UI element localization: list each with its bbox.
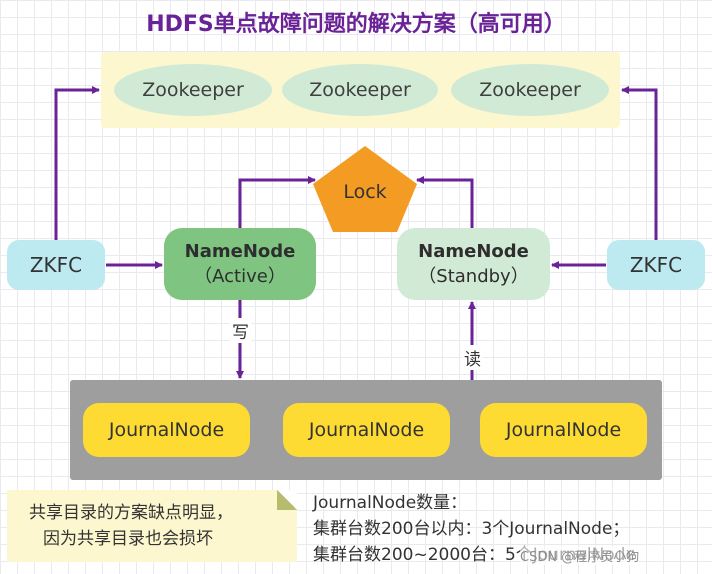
journal-node-1: JournalNode <box>83 403 250 457</box>
namenode-standby-name: NameNode <box>418 241 529 262</box>
info-line-3: 集群台数200~2000台：5个JournalNode <box>313 545 636 565</box>
journal-node-3: JournalNode <box>480 403 647 457</box>
edge-zkfc-right-to-zookeeper <box>621 86 658 240</box>
info-line-2: 集群台数200台以内：3个JournalNode； <box>313 519 630 539</box>
diagram-title: HDFS单点故障问题的解决方案（高可用） <box>146 12 566 37</box>
lock-shape <box>313 146 417 232</box>
namenode-active-name: NameNode <box>184 241 296 262</box>
journal-count-info: JournalNode数量： 集群台数200台以内：3个JournalNode；… <box>313 490 708 568</box>
journal-node-2: JournalNode <box>283 403 450 457</box>
shared-directory-note: 共享目录的方案缺点明显， 因为共享目录也会损坏 <box>7 490 297 562</box>
edge-zkfc-left-to-zookeeper <box>54 86 100 240</box>
edge-active-to-lock <box>238 176 316 228</box>
namenode-standby: NameNode （Standby） <box>397 228 550 300</box>
info-line-1: JournalNode数量： <box>313 493 468 513</box>
edge-label-write: 写 <box>230 318 251 343</box>
namenode-active-state: （Active） <box>194 266 286 287</box>
namenode-standby-state: （Standby） <box>418 266 529 287</box>
edge-label-read: 读 <box>462 345 483 370</box>
edge-standby-to-lock <box>416 176 474 228</box>
namenode-active: NameNode （Active） <box>164 228 316 300</box>
note-fold-corner <box>277 490 297 510</box>
note-line-1: 共享目录的方案缺点明显， <box>29 503 233 523</box>
zookeeper-node-3: Zookeeper <box>451 64 609 116</box>
zkfc-left: ZKFC <box>7 240 105 290</box>
zkfc-right: ZKFC <box>607 240 705 290</box>
zookeeper-node-1: Zookeeper <box>114 64 272 116</box>
lock-label: Lock <box>343 181 387 203</box>
note-line-2: 因为共享目录也会损坏 <box>43 529 213 549</box>
watermark: CSDN @程序员小狗 <box>520 546 640 565</box>
zookeeper-node-2: Zookeeper <box>282 64 438 116</box>
